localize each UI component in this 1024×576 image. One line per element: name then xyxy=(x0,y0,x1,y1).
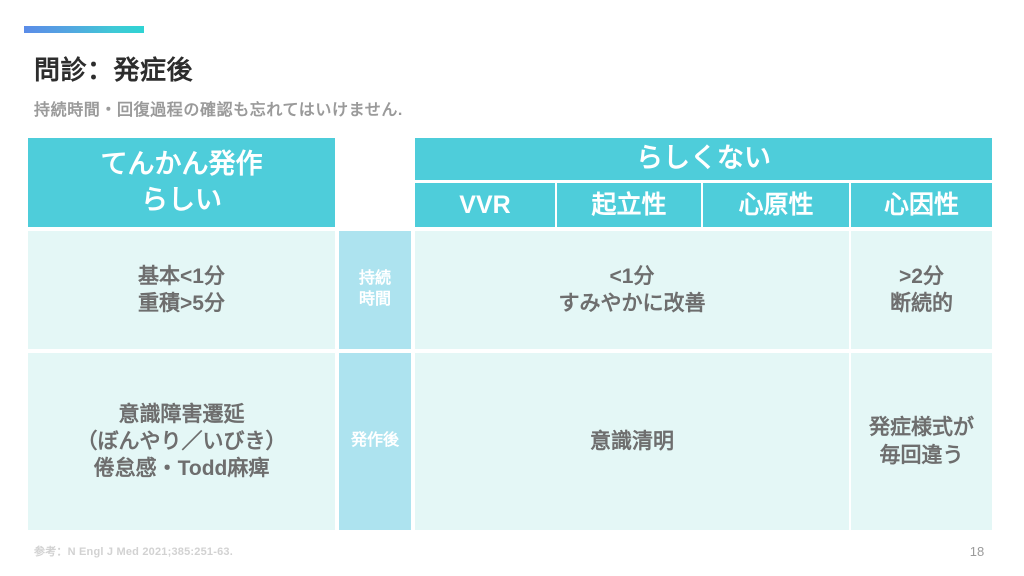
row-postictal-likely: 意識障害遷延 （ぼんやり／いびき） 倦怠感・Todd麻痺 xyxy=(28,353,335,530)
page-subtitle: 持続時間・回復過程の確認も忘れてはいけません. xyxy=(34,102,403,119)
page-title: 問診：発症後 xyxy=(34,55,194,85)
row-duration-likely-line1: 基本<1分 xyxy=(138,264,225,288)
header-likely-line1: てんかん発作 xyxy=(100,149,263,180)
row-duration-likely: 基本<1分 重積>5分 xyxy=(28,231,335,349)
row-postictal-likely-line3: 倦怠感・Todd麻痺 xyxy=(93,457,270,481)
accent-bar xyxy=(24,26,144,33)
row-duration-unlikely-line1: <1分 xyxy=(609,264,655,288)
header-col-psychogenic: 心因性 xyxy=(851,183,992,227)
header-likely: てんかん発作 らしい xyxy=(28,138,335,227)
reference-note: 参考：N Engl J Med 2021;385:251-63. xyxy=(34,546,233,558)
row-postictal-psychogenic: 発症様式が 毎回違う xyxy=(851,353,992,530)
row-postictal-label-line1: 発作後 xyxy=(350,432,399,450)
page-number: 18 xyxy=(969,544,985,559)
row-postictal-unlikely-span: 意識清明 xyxy=(415,353,849,530)
row-duration-psychogenic: >2分 断続的 xyxy=(851,231,992,349)
row-postictal-psychogenic-line1: 発症様式が xyxy=(869,416,974,440)
header-spacer xyxy=(335,138,415,227)
header-col-orthostatic: 起立性 xyxy=(557,183,701,227)
row-duration-likely-line2: 重積>5分 xyxy=(138,292,225,315)
row-duration-unlikely-line2: すみやかに改善 xyxy=(558,292,706,315)
row-duration-label: 持続 時間 xyxy=(339,231,411,349)
header-unlikely-group: らしくない xyxy=(415,138,992,180)
header-col-vvr: VVR xyxy=(415,183,555,227)
row-postictal-psychogenic-line2: 毎回違う xyxy=(879,443,964,467)
row-duration-psychogenic-line1: >2分 xyxy=(899,264,944,288)
row-duration-label-line1: 持続 xyxy=(358,270,391,288)
comparison-table: てんかん発作 らしい らしくない VVR 起立性 心原性 心因性 基本<1分 重… xyxy=(28,138,992,530)
row-postictal-label: 発作後 xyxy=(339,353,411,530)
row-duration-label-line2: 時間 xyxy=(358,291,391,308)
row-postictal-likely-line1: 意識障害遷延 xyxy=(118,402,245,426)
header-likely-line2: らしい xyxy=(141,184,222,215)
row-postictal-likely-line2: （ぼんやり／いびき） xyxy=(76,429,287,453)
row-duration-psychogenic-line2: 断続的 xyxy=(890,292,953,315)
row-duration-unlikely-span: <1分 すみやかに改善 xyxy=(415,231,849,349)
header-col-cardiogenic: 心原性 xyxy=(703,183,849,227)
